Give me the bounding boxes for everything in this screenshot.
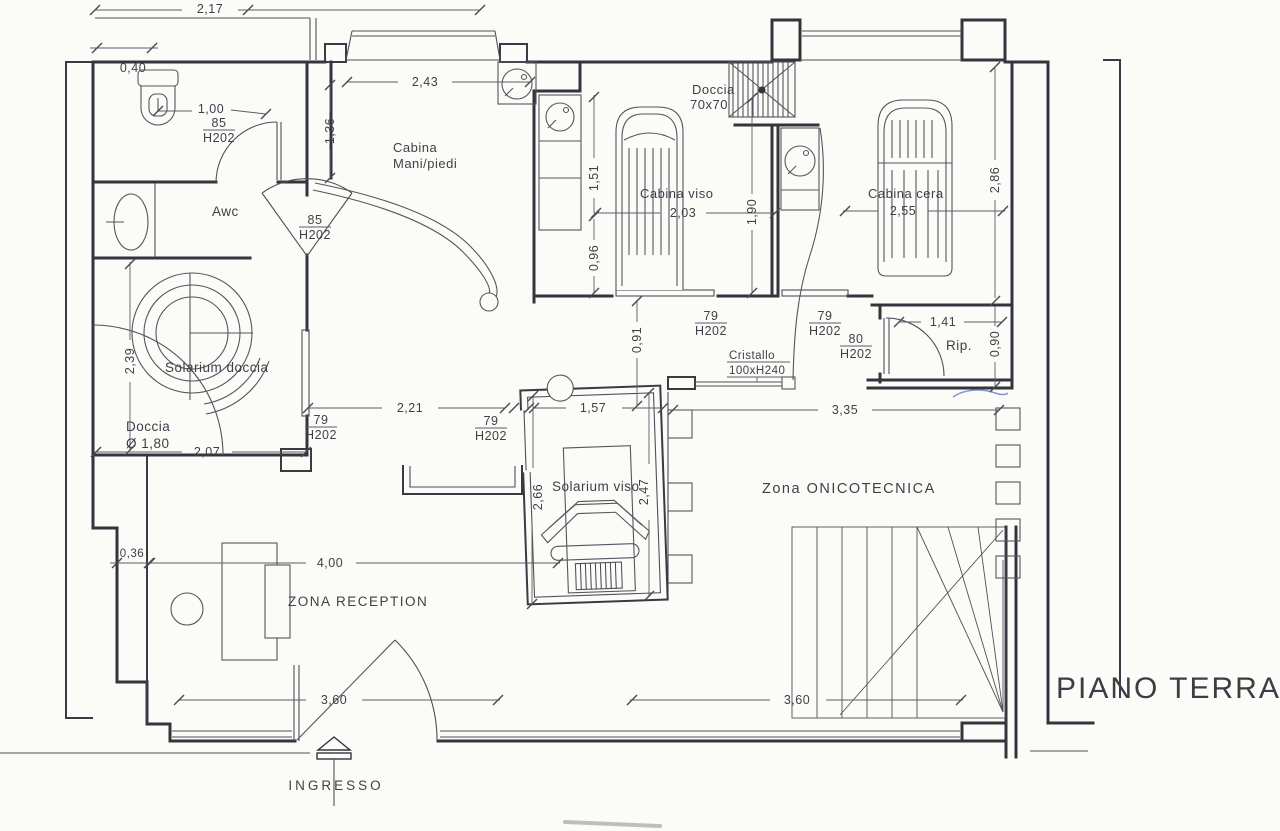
door-awc-height: H202 bbox=[299, 228, 331, 242]
dim-solviso-w: 1,57 bbox=[580, 401, 606, 415]
room-cabina-viso: Cabina viso bbox=[640, 186, 713, 201]
label-cristallo-line1: Cristallo bbox=[729, 350, 775, 362]
window-bay-left bbox=[324, 30, 528, 63]
dim-corridor-w: 2,21 bbox=[397, 401, 423, 415]
door-rip-height: H202 bbox=[840, 347, 872, 361]
door-cera-width: 79 bbox=[818, 309, 833, 323]
dim-mani-width: 2,43 bbox=[412, 75, 438, 89]
treatment-bed-viso bbox=[615, 106, 684, 290]
room-solarium-viso: Solarium viso bbox=[552, 479, 640, 494]
door-viso-width: 79 bbox=[704, 309, 719, 323]
room-cabina-mani-line2: Mani/piedi bbox=[393, 156, 457, 171]
door-wc-width: 85 bbox=[212, 116, 227, 130]
dim-rip-height: 0,90 bbox=[988, 331, 1002, 357]
dim-viso-width: 2,03 bbox=[670, 206, 696, 220]
solarium-doccia-shower bbox=[131, 272, 270, 415]
labels: 2,17 0,40 1,00 1,36 2,43 1,51 0,96 2,03 … bbox=[120, 2, 1280, 793]
door-label-viso: 79 H202 bbox=[695, 309, 727, 338]
scan-smudge bbox=[563, 820, 662, 828]
door-label-awc: 85 H202 bbox=[299, 213, 331, 242]
dim-solviso-depth: 2,47 bbox=[637, 479, 651, 505]
staircase bbox=[791, 526, 1006, 719]
dim-onico-w: 3,35 bbox=[832, 403, 858, 417]
room-solarium-doccia: Solarium doccia bbox=[165, 360, 269, 375]
door-label-rip: 80 H202 bbox=[840, 332, 872, 361]
wall-pilasters-solarium bbox=[667, 392, 693, 600]
dim-viso-h2: 0,96 bbox=[587, 245, 601, 271]
room-cabina-cera: Cabina cera bbox=[868, 186, 944, 201]
shower-doccia-70 bbox=[728, 61, 796, 118]
door-label-wc: 85 H202 bbox=[203, 116, 235, 145]
treatment-bed-cera bbox=[877, 99, 953, 277]
dim-wall-offset: 0,40 bbox=[120, 61, 146, 75]
dim-rip-width: 1,41 bbox=[930, 315, 956, 329]
door-wc bbox=[215, 121, 282, 183]
dim-soldoccia-h: 2,39 bbox=[123, 348, 137, 374]
sink-cabinet-viso bbox=[538, 94, 582, 231]
dim-wc-door: 1,00 bbox=[198, 102, 224, 116]
awc-bidet bbox=[106, 193, 149, 251]
room-rip: Rip. bbox=[946, 338, 972, 353]
entrance-label: INGRESSO bbox=[288, 778, 383, 793]
door-entrance bbox=[293, 639, 438, 741]
window-bay-right bbox=[770, 18, 1007, 62]
door-sol-doccia-height: H202 bbox=[305, 428, 337, 442]
dimension-lines bbox=[89, 4, 1009, 706]
door-rip bbox=[883, 317, 945, 377]
room-awc: Awc bbox=[212, 204, 239, 219]
door-doccia-arc bbox=[92, 324, 224, 456]
corner-sink-mani bbox=[497, 61, 537, 105]
dim-soldoccia-w: 2,07 bbox=[194, 445, 220, 459]
dim-reception-w: 4,00 bbox=[317, 556, 343, 570]
dim-cera-width: 2,55 bbox=[890, 204, 916, 218]
door-viso-height: H202 bbox=[695, 324, 727, 338]
door-sol-viso-height: H202 bbox=[475, 429, 507, 443]
page-title: PIANO TERRA bbox=[1056, 672, 1280, 705]
dim-entrance-w: 3,60 bbox=[321, 693, 347, 707]
door-sol-doccia-width: 79 bbox=[314, 413, 329, 427]
interior-walls bbox=[91, 60, 1014, 457]
dim-center-h: 0,91 bbox=[630, 327, 644, 353]
door-label-sol-doccia: 79 H202 bbox=[305, 413, 337, 442]
label-doccia180-line2: Ø 1,80 bbox=[126, 436, 170, 451]
door-solarium-doccia bbox=[301, 329, 310, 417]
pen-annotation bbox=[952, 389, 1009, 398]
counter-central bbox=[280, 448, 523, 495]
dim-viso-h1: 1,51 bbox=[587, 165, 601, 191]
dim-top-width: 2,17 bbox=[197, 2, 223, 16]
dim-reception-offset: 0,36 bbox=[120, 548, 144, 560]
door-awc-width: 85 bbox=[308, 213, 323, 227]
room-zona-reception: ZONA RECEPTION bbox=[288, 594, 428, 609]
label-doccia180-line1: Doccia bbox=[126, 419, 170, 434]
room-solarium-viso bbox=[515, 374, 669, 606]
label-doccia70-line2: 70x70 bbox=[690, 97, 728, 112]
dim-solviso-side: 2,66 bbox=[531, 484, 545, 510]
window-strip-bottom bbox=[172, 730, 960, 738]
entrance-arrow bbox=[316, 736, 352, 806]
dim-stairs-w: 3,60 bbox=[784, 693, 810, 707]
door-sol-viso-width: 79 bbox=[484, 414, 499, 428]
glass-partition bbox=[667, 376, 796, 390]
door-cera-height: H202 bbox=[809, 324, 841, 338]
label-doccia70-line1: Doccia bbox=[692, 82, 735, 97]
dim-cera-height: 2,86 bbox=[988, 167, 1002, 193]
site-boundary bbox=[0, 17, 1121, 754]
door-label-sol-viso: 79 H202 bbox=[475, 414, 507, 443]
door-awc bbox=[261, 178, 353, 257]
door-wc-height: H202 bbox=[203, 131, 235, 145]
sink-cabinet-cera bbox=[780, 127, 820, 211]
room-zona-onicotecnica: Zona ONICOTECNICA bbox=[762, 481, 936, 497]
dim-viso-cera-gap: 1,90 bbox=[745, 199, 759, 225]
room-cabina-mani-line1: Cabina bbox=[393, 140, 437, 155]
reception-desk bbox=[170, 542, 291, 661]
wall-pilasters-right bbox=[995, 407, 1021, 579]
door-label-cera: 79 H202 bbox=[809, 309, 841, 338]
door-rip-width: 80 bbox=[849, 332, 864, 346]
wc-toilet bbox=[137, 69, 179, 126]
dim-corridor: 1,36 bbox=[323, 118, 337, 144]
label-cristallo-line2: 100xH240 bbox=[729, 365, 785, 377]
